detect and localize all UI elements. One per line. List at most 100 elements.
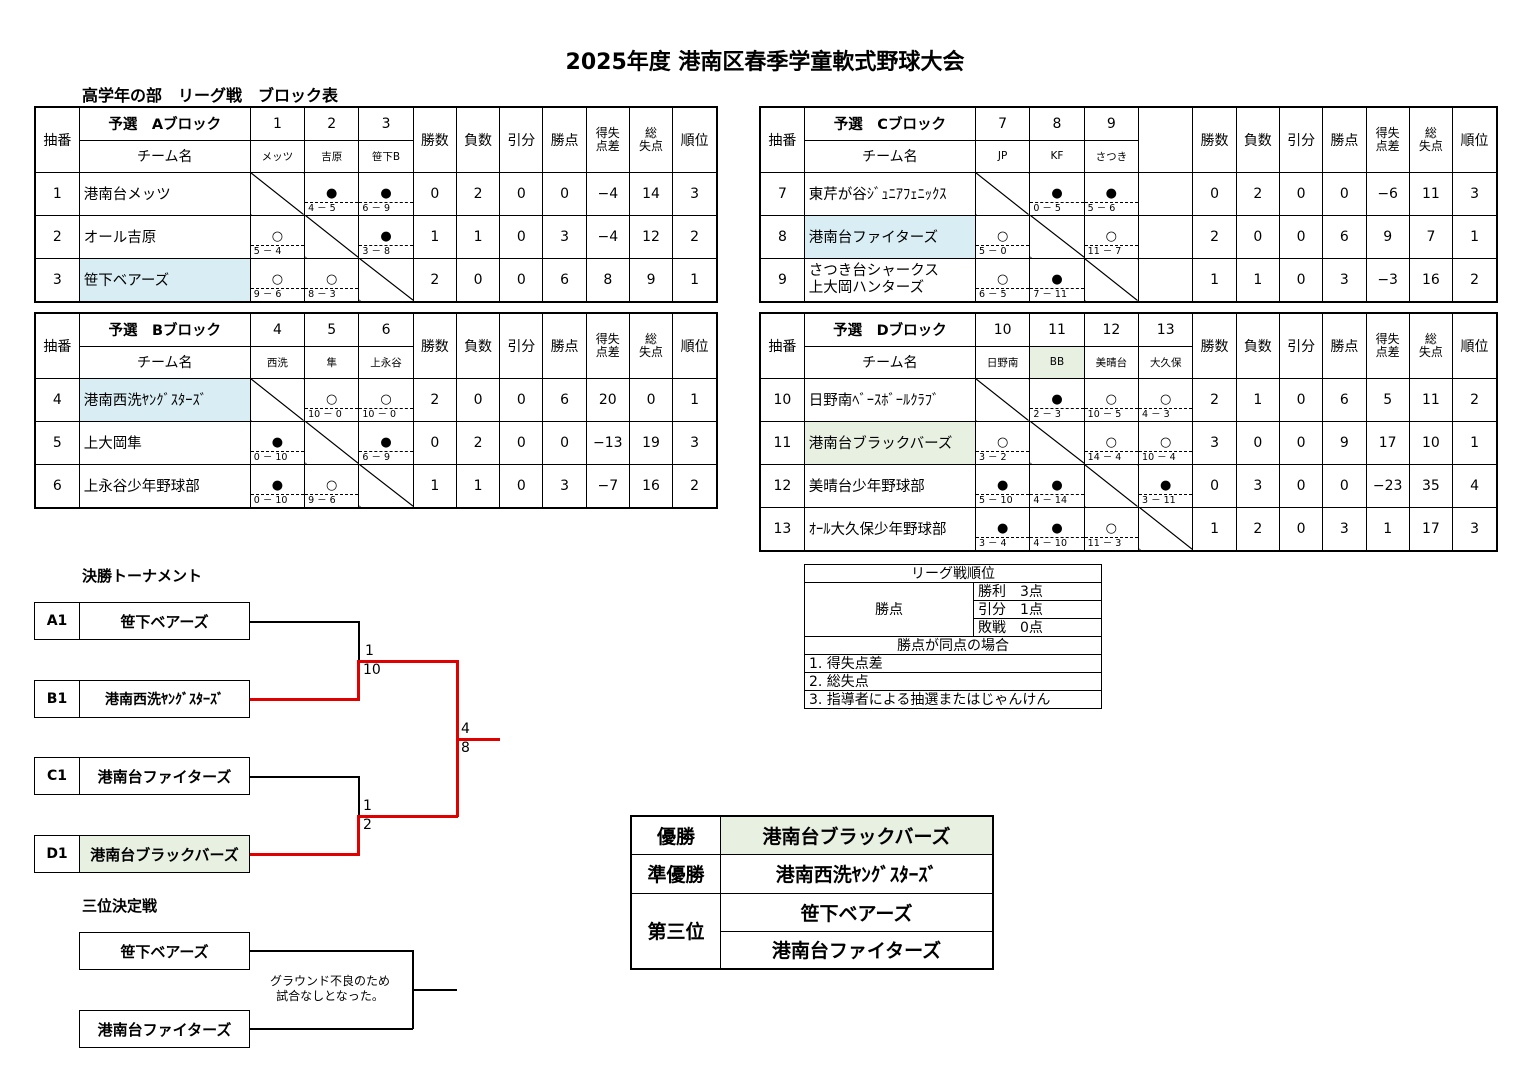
col-number: 5 xyxy=(304,312,360,347)
match-result: ○10 － 0 xyxy=(305,379,359,421)
result-mark: ● xyxy=(1051,477,1063,493)
wins-header: 勝数 xyxy=(1192,312,1237,379)
self-match-cell xyxy=(1083,257,1140,302)
self-match-cell xyxy=(304,420,360,465)
runs-against-header-line2: 失点 xyxy=(639,138,664,153)
match-result: ●3 － 11 xyxy=(1139,465,1193,507)
result-score: 4 － 10 xyxy=(1030,536,1084,550)
result-score: 0 － 10 xyxy=(250,493,305,507)
match-result: ●4 － 10 xyxy=(1030,508,1084,550)
bracket-line-winner xyxy=(250,853,360,856)
rules-tie-3: 3. 指導者による抽選またはじゃんけん xyxy=(804,690,1102,709)
lot-number: 7 xyxy=(759,171,805,216)
self-match-cell xyxy=(974,171,1031,216)
result-mark: ● xyxy=(271,477,284,493)
team-name: 港南台ブラックバーズ xyxy=(80,836,249,872)
self-match-cell xyxy=(249,171,306,216)
lot-number: 3 xyxy=(34,257,80,302)
rank-value: 4 xyxy=(1452,463,1498,508)
match-result: ●3 － 4 xyxy=(975,508,1030,550)
bracket-entry-d1: D1 港南台ブラックバーズ xyxy=(34,835,250,873)
match-result-cell: ○8 － 3 xyxy=(304,257,360,302)
lot-header: 抽番 xyxy=(759,312,805,379)
wins-value: 0 xyxy=(412,171,457,216)
section-subtitle: 高学年の部 リーグ戦 ブロック表 xyxy=(82,86,339,105)
points-value: 6 xyxy=(542,377,587,422)
result-score: 10 － 0 xyxy=(305,407,359,421)
col-abbr: BB xyxy=(1029,345,1085,379)
result-mark: ○ xyxy=(271,271,284,287)
match-result: ●4 － 5 xyxy=(305,173,359,215)
losses-value: 2 xyxy=(1235,171,1280,216)
wins-header: 勝数 xyxy=(1192,106,1237,173)
result-mark: ○ xyxy=(1105,520,1118,536)
lot-number: 13 xyxy=(759,506,805,551)
losses-value: 2 xyxy=(1235,506,1280,551)
runs-against-value: 14 xyxy=(628,171,674,216)
runs-against-header-line1: 総 xyxy=(645,331,658,346)
draws-value: 0 xyxy=(1278,463,1324,508)
rank-value: 1 xyxy=(1452,214,1498,259)
result-mark: ● xyxy=(1160,477,1172,493)
rank-value: 3 xyxy=(672,171,718,216)
draws-value: 0 xyxy=(499,463,544,508)
match-result-cell: ●2 － 3 xyxy=(1029,377,1085,422)
team-name: 港南西洗ﾔﾝｸﾞｽﾀｰｽﾞ xyxy=(105,692,224,708)
block-name: 予選 Bブロック xyxy=(78,312,251,347)
lot-number: 2 xyxy=(34,214,80,259)
result-score: 10 － 5 xyxy=(1084,407,1139,421)
col-abbr: 日野南 xyxy=(974,345,1031,379)
points-value: 6 xyxy=(1322,214,1367,259)
result-score: 5 － 4 xyxy=(250,244,305,258)
match-result: ○5 － 4 xyxy=(250,216,305,258)
run-diff-header-line2: 点差 xyxy=(1375,344,1400,359)
team-name: 港南西洗ﾔﾝｸﾞｽﾀｰｽﾞ xyxy=(78,377,251,422)
empty-cell xyxy=(1138,171,1194,216)
wins-value: 1 xyxy=(1192,257,1237,302)
rank-value: 1 xyxy=(672,257,718,302)
match-result-cell: ○5 － 0 xyxy=(974,214,1031,259)
team-name: 港南台ファイターズ xyxy=(97,1020,232,1039)
run-diff-value: −4 xyxy=(585,214,630,259)
col-abbr: 上永谷 xyxy=(358,345,414,379)
losses-value: 0 xyxy=(1235,214,1280,259)
wins-value: 2 xyxy=(412,377,457,422)
run-diff-header-line1: 得失 xyxy=(595,125,620,140)
runs-against-value: 0 xyxy=(628,377,674,422)
run-diff-value: 8 xyxy=(585,257,630,302)
lot-header: 抽番 xyxy=(34,106,80,173)
points-value: 0 xyxy=(542,171,587,216)
wins-value: 1 xyxy=(1192,506,1237,551)
runs-against-value: 16 xyxy=(1408,257,1454,302)
losses-value: 2 xyxy=(455,171,501,216)
match-result-cell: ●6 － 9 xyxy=(358,420,414,465)
runs-against-value: 35 xyxy=(1408,463,1454,508)
draws-value: 0 xyxy=(499,171,544,216)
match-result-cell: ○10 － 0 xyxy=(358,377,414,422)
seed-label: A1 xyxy=(35,603,80,639)
bracket-line-winner xyxy=(357,660,360,700)
match-result: ●0 － 10 xyxy=(250,465,305,507)
runs-against-header-line2: 失点 xyxy=(639,344,664,359)
col-number: 8 xyxy=(1029,106,1085,141)
draws-value: 0 xyxy=(499,214,544,259)
rank-header: 順位 xyxy=(1452,106,1498,173)
result-mark: ○ xyxy=(1105,434,1118,450)
lot-number: 4 xyxy=(34,377,80,422)
run-diff-value: −7 xyxy=(585,463,630,508)
match-result-cell: ●0 － 10 xyxy=(249,420,306,465)
col-number: 7 xyxy=(974,106,1031,141)
wins-value: 2 xyxy=(412,257,457,302)
team-name: 美晴台少年野球部 xyxy=(803,463,976,508)
col-number: 13 xyxy=(1138,312,1194,347)
result-mark: ● xyxy=(1051,520,1063,536)
bracket-line xyxy=(250,621,359,623)
seed-label: D1 xyxy=(35,836,80,872)
match-result-cell: ●5 － 6 xyxy=(1083,171,1140,216)
losses-value: 1 xyxy=(1235,377,1280,422)
match-result-cell: ●3 － 4 xyxy=(974,506,1031,551)
col-abbr: KF xyxy=(1029,139,1085,173)
